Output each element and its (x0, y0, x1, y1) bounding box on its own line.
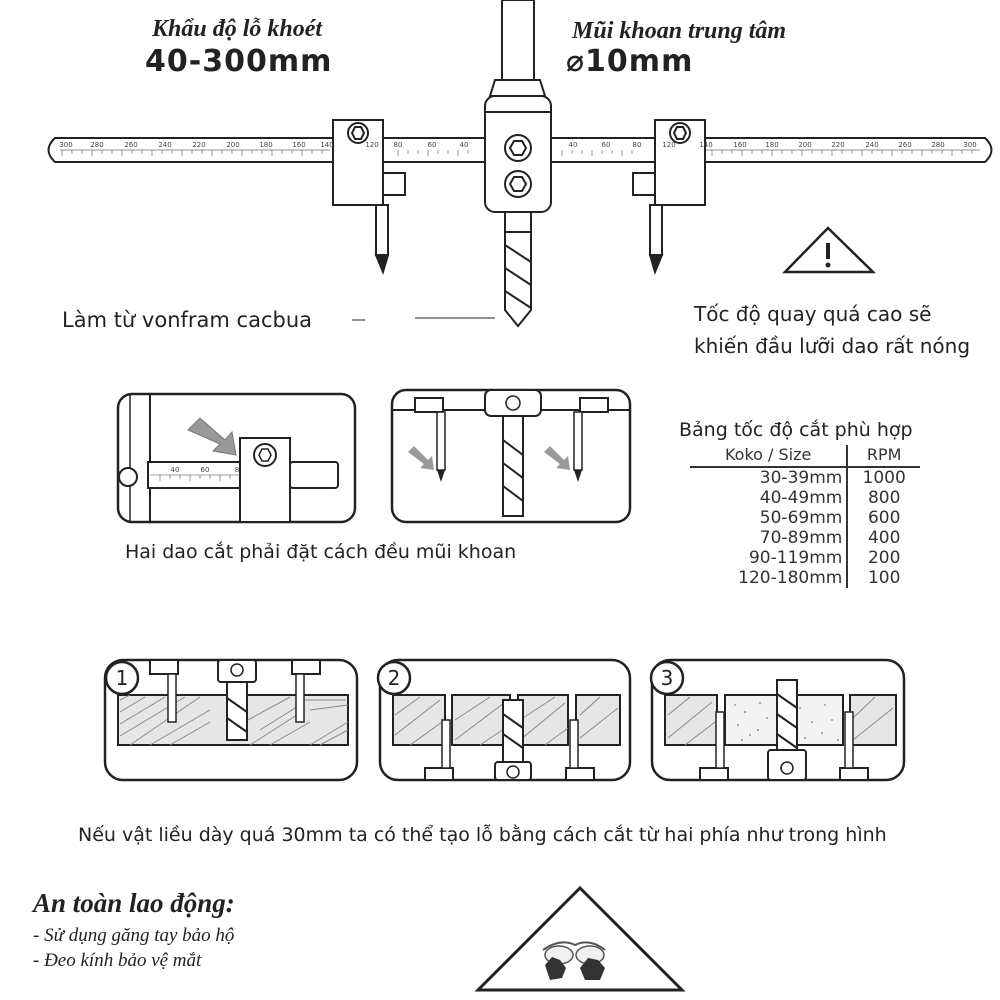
ruler-tick-right: 120 (662, 141, 675, 149)
step-panel-3 (650, 658, 906, 782)
speed-warning-line2: khiến đầu lưỡi dao rất nóng (694, 334, 971, 358)
ruler-tick-right: 280 (931, 141, 944, 149)
size-cell: 40-49mm (759, 488, 843, 508)
ruler-tick-left: 200 (226, 141, 239, 149)
hole-size-value: 40-300mm (145, 44, 333, 79)
ruler-tick-left: 60 (428, 141, 437, 149)
rpm-cell: 600 (846, 508, 920, 528)
ruler-tick-right: 80 (633, 141, 642, 149)
step-3-number: 3 (661, 666, 674, 690)
speed-warning-line1: Tốc độ quay quá cao sẽ (694, 302, 932, 326)
ruler-tick-left: 260 (124, 141, 137, 149)
safety-item: - Đeo kính bảo vệ mắt (33, 950, 202, 971)
ruler-tick-left: 240 (158, 141, 171, 149)
size-cell: 120-180mm (738, 568, 843, 588)
ruler-tick-right: 240 (865, 141, 878, 149)
rpm-cell: 400 (846, 528, 920, 548)
safety-item: - Sử dụng găng tay bảo hộ (33, 925, 235, 946)
center-drill-value: ⌀10mm (566, 44, 694, 79)
step-1-badge (104, 660, 140, 696)
safety-title: An toàn lao động: (33, 888, 235, 918)
ruler-tick-right: 300 (963, 141, 976, 149)
detail-tick: 40 (171, 466, 180, 474)
step-2-number: 2 (388, 666, 401, 690)
rpm-cell: 800 (846, 488, 920, 508)
ruler-tick-right: 60 (602, 141, 611, 149)
ruler-tick-right: 220 (831, 141, 844, 149)
rpm-cell: 1000 (846, 467, 920, 488)
ruler-tick-left: 120 (365, 141, 378, 149)
center-drill-label: Mũi khoan trung tâm (572, 18, 787, 44)
ruler-tick-left: 40 (460, 141, 469, 149)
material-note: Làm từ vonfram cacbua (62, 308, 313, 332)
size-cell: 90-119mm (748, 548, 843, 568)
exclamation-triangle-icon (825, 243, 831, 268)
detail-tick: 60 (201, 466, 210, 474)
step-1-number: 1 (116, 666, 129, 690)
step-panel-2 (378, 658, 632, 782)
ruler-tick-left: 280 (90, 141, 103, 149)
equal-distance-note: Hai dao cắt phải đặt cách đều mũi khoan (125, 541, 517, 563)
step-2-badge (376, 660, 412, 696)
detail-equal-distance-box (390, 388, 632, 524)
ruler-tick-right: 140 (699, 141, 712, 149)
rpm-column-header: RPM (846, 445, 920, 468)
ruler-tick-left: 140 (320, 141, 333, 149)
ruler-tick-right: 160 (733, 141, 746, 149)
step-3-badge (649, 660, 685, 696)
size-column-header: Koko / Size (690, 445, 848, 468)
ruler-tick-left: 220 (192, 141, 205, 149)
step-panel-1 (103, 658, 359, 782)
size-cell: 70-89mm (759, 528, 843, 548)
ruler-tick-left: 180 (259, 141, 272, 149)
ruler-tick-left: 300 (59, 141, 72, 149)
rpm-cell: 100 (846, 568, 920, 588)
ruler-tick-right: 260 (898, 141, 911, 149)
ruler-tick-right: 200 (798, 141, 811, 149)
rpm-cell: 200 (846, 548, 920, 568)
speed-table-title: Bảng tốc độ cắt phù hợp (679, 419, 913, 441)
two-side-cut-caption: Nếu vật liều dày quá 30mm ta có thể tạo … (78, 824, 887, 846)
ruler-tick-right: 40 (569, 141, 578, 149)
goggles-gloves-warning-icon (474, 885, 686, 992)
detail-tick: 8 (235, 466, 239, 474)
size-cell: 30-39mm (759, 468, 843, 488)
detail-ruler-box (116, 392, 357, 524)
hole-size-label: Khẩu độ lỗ khoét (152, 16, 323, 42)
size-cell: 50-69mm (759, 508, 843, 528)
ruler-tick-right: 180 (765, 141, 778, 149)
ruler-tick-left: 160 (292, 141, 305, 149)
ruler-tick-left: 80 (394, 141, 403, 149)
